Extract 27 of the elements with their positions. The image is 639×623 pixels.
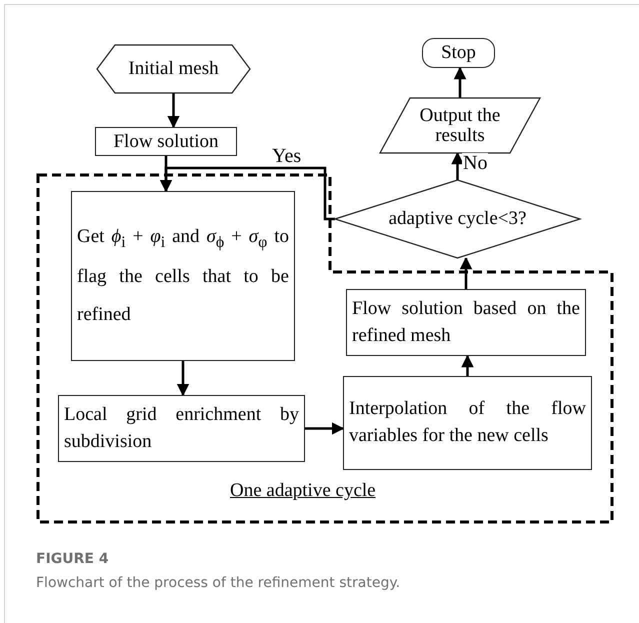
node-text: Output the results [418, 106, 502, 146]
process-box [71, 191, 295, 361]
arrow [167, 93, 180, 128]
node-text: Initial mesh [128, 59, 219, 79]
figure-caption: Flowchart of the process of the refinement strategy. [36, 575, 400, 591]
arrow [176, 361, 190, 396]
node-text: Local grid enrichment by subdivision [64, 402, 299, 454]
arrow [305, 422, 344, 435]
figure-title: FIGURE 4 [36, 551, 109, 567]
process-box [95, 127, 237, 156]
node-text: Get ϕ$_{i}$ + φ$_{i}$ and σ$_{ϕ}$ + σ$_{φ}$ to flag the cells that to be refined [77, 224, 289, 328]
group-label: One adaptive cycle [230, 481, 376, 501]
arrow [451, 152, 464, 180]
arrow [160, 166, 335, 220]
process-box [346, 289, 586, 356]
process-box [58, 395, 305, 462]
node-text: adaptive cycle<3? [388, 209, 526, 229]
arrow [461, 354, 474, 376]
node-text: Stop [441, 43, 476, 63]
arrow [460, 256, 472, 289]
node-text: Flow solution based on the refined mesh [352, 296, 580, 348]
node-text: Flow solution [113, 132, 219, 152]
terminal-box [422, 38, 495, 68]
node-text: Interpolation of the flow variables for the new cells [349, 397, 586, 448]
dashed-group-region [38, 175, 612, 522]
process-box [343, 376, 592, 470]
arrow [454, 66, 466, 98]
